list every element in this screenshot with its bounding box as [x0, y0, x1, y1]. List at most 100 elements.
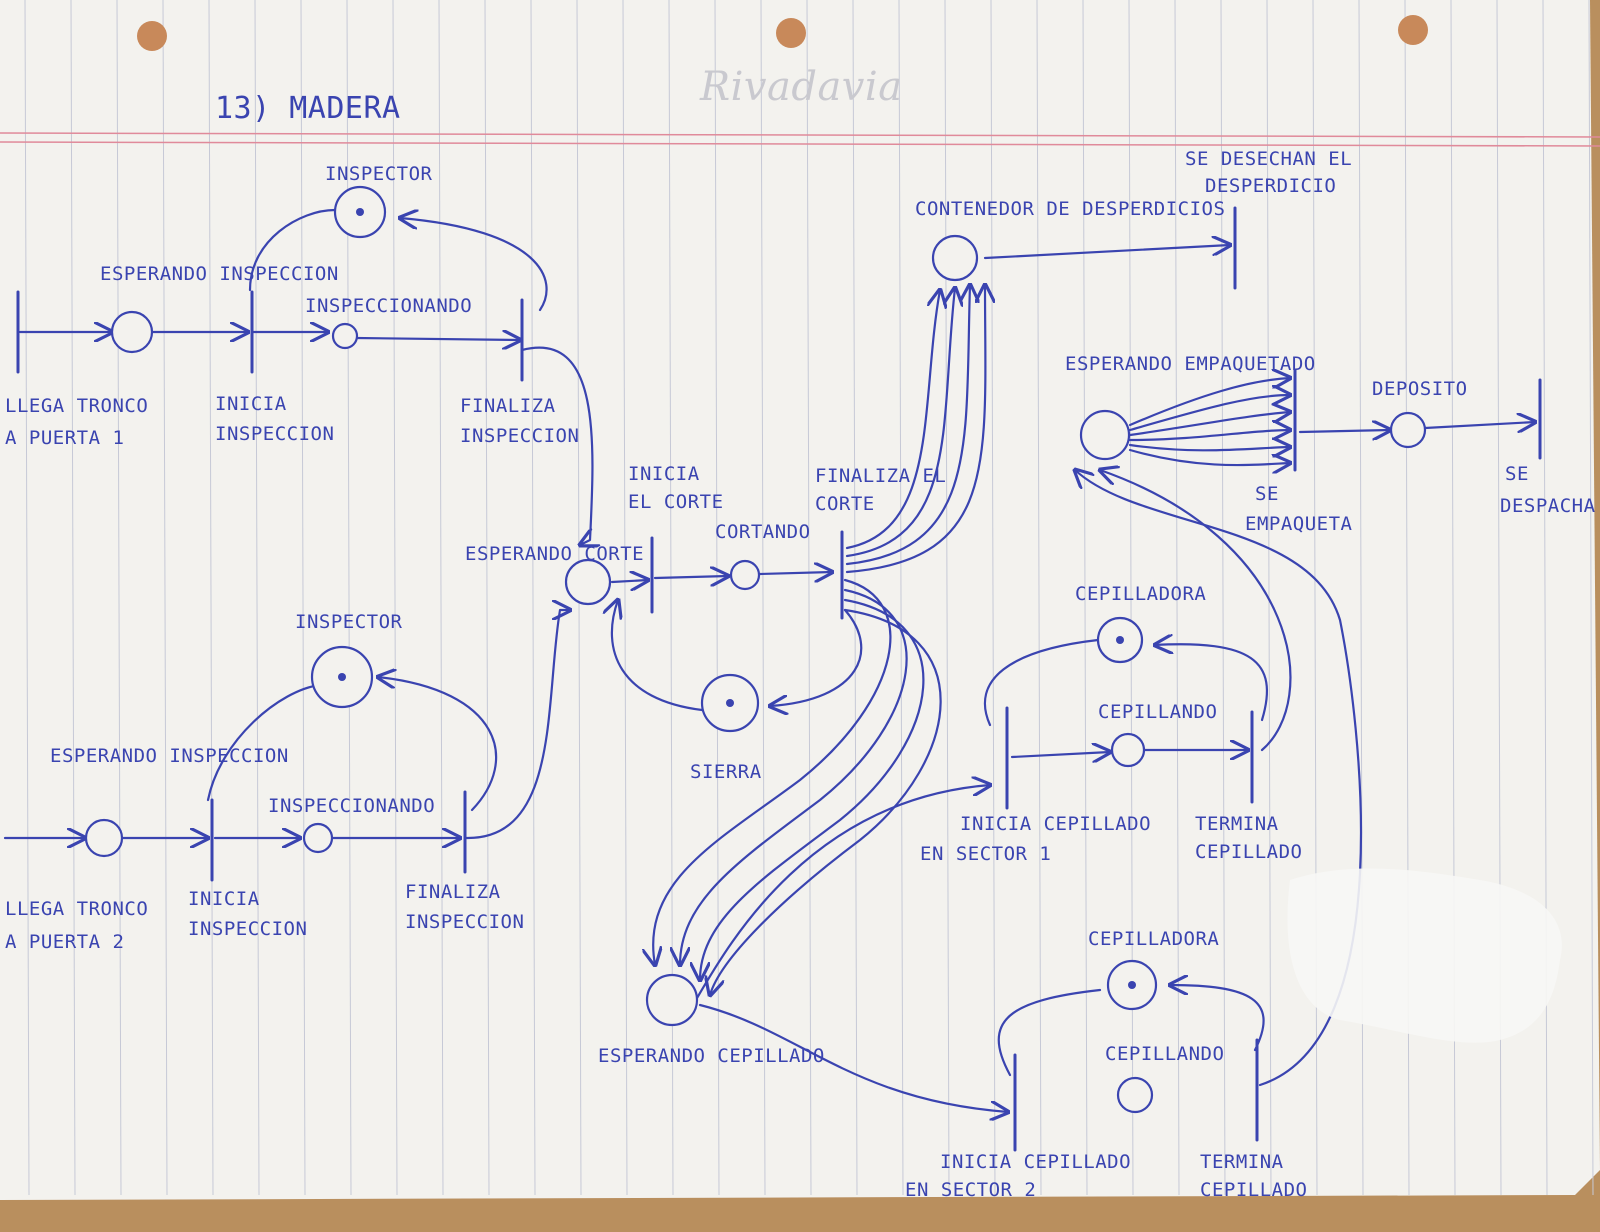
transition-label: SE — [1255, 483, 1279, 505]
place-label: ESPERANDO INSPECCION — [100, 263, 339, 285]
transition-label: A PUERTA 2 — [5, 931, 124, 953]
place-label: ESPERANDO EMPAQUETADO — [1065, 353, 1316, 375]
transition-label: INICIA — [215, 393, 287, 415]
transition-label: INSPECCION — [215, 423, 334, 445]
transition-label: LLEGA TRONCO — [5, 898, 148, 920]
ruled-line — [898, 0, 904, 1196]
place-label: ESPERANDO CEPILLADO — [598, 1045, 825, 1067]
transition-llega-tronco-2: LLEGA TRONCO A PUERTA 2 — [5, 898, 148, 953]
place-esperando-cepillado: ESPERANDO CEPILLADO — [598, 973, 825, 1067]
transition-label: INSPECCION — [188, 918, 307, 940]
place-cortando: CORTANDO — [715, 521, 811, 591]
transition-label: TERMINA — [1200, 1151, 1284, 1173]
paper-sheet — [0, 0, 1600, 1200]
transition-label: INICIA CEPILLADO — [940, 1151, 1131, 1173]
transition-se-desechan: SE DESECHAN EL DESPERDICIO — [1185, 148, 1352, 290]
transition-label: A PUERTA 1 — [5, 427, 124, 449]
place-contenedor-desperdicios: CONTENEDOR DE DESPERDICIOS — [915, 198, 1225, 282]
transition-label: FINALIZA EL — [815, 465, 946, 487]
place-label: INSPECTOR — [325, 163, 433, 185]
transition-label: INICIA — [628, 463, 700, 485]
place-label: INSPECTOR — [295, 611, 403, 633]
transition-finaliza-inspeccion-1: FINALIZA INSPECCION — [460, 298, 579, 447]
ruled-line — [852, 0, 858, 1196]
arcs — [3, 210, 1535, 1112]
transition-label: EN SECTOR 2 — [905, 1179, 1036, 1201]
token — [726, 699, 734, 707]
place-label: CEPILLADORA — [1075, 583, 1206, 605]
transition-inicia-inspeccion-2: INICIA INSPECCION — [188, 798, 307, 940]
ruled-line — [1588, 0, 1594, 1196]
token — [1116, 636, 1124, 644]
transition-label: FINALIZA — [405, 881, 501, 903]
ruled-line — [254, 0, 260, 1196]
token — [1128, 981, 1136, 989]
transition-label: EMPAQUETA — [1245, 513, 1353, 535]
ruled-line — [300, 0, 306, 1196]
place-esperando-inspeccion-2: ESPERANDO INSPECCION — [50, 745, 289, 858]
transition-label: INICIA CEPILLADO — [960, 813, 1151, 835]
transition-label: LLEGA TRONCO — [5, 395, 148, 417]
transition-label: CEPILLADO — [1195, 841, 1302, 863]
correction-fluid — [1287, 868, 1562, 1043]
ruled-line — [1220, 0, 1226, 1196]
place-label: INSPECCIONANDO — [268, 795, 435, 817]
ruled-line — [760, 0, 766, 1196]
ruled-line — [806, 0, 812, 1196]
ruled-line — [70, 0, 76, 1196]
place-label: ESPERANDO INSPECCION — [50, 745, 289, 767]
transition-label: CORTE — [815, 493, 875, 515]
transition-label: SE DESECHAN EL — [1185, 148, 1352, 170]
place-sierra: SIERRA — [690, 673, 762, 783]
ruled-line — [438, 0, 444, 1196]
transition-finaliza-corte: FINALIZA EL CORTE — [815, 465, 946, 620]
transition-finaliza-inspeccion-2: FINALIZA INSPECCION — [405, 790, 524, 933]
place-label: CONTENEDOR DE DESPERDICIOS — [915, 198, 1225, 220]
transition-label: FINALIZA — [460, 395, 556, 417]
transition-label: SE — [1505, 463, 1529, 485]
transition-inicia-cepillado-1: INICIA CEPILLADO EN SECTOR 1 — [920, 706, 1151, 865]
transition-termina-cepillado-2: TERMINA CEPILLADO — [1200, 1038, 1307, 1201]
ruled-line — [944, 0, 950, 1196]
place-label: ESPERANDO CORTE — [465, 543, 644, 565]
place-label: CEPILLADORA — [1088, 928, 1219, 950]
transition-label: EN SECTOR 1 — [920, 843, 1051, 865]
ruled-line — [990, 0, 996, 1196]
transition-termina-cepillado-1: TERMINA CEPILLADO — [1195, 710, 1302, 863]
place-label: INSPECCIONANDO — [305, 295, 472, 317]
transition-label: INSPECCION — [405, 911, 524, 933]
ruled-line — [162, 0, 168, 1196]
transition-llega-tronco-1: LLEGA TRONCO A PUERTA 1 — [5, 290, 148, 449]
place-label: CORTANDO — [715, 521, 811, 543]
transition-se-despacha: SE DESPACHA — [1500, 378, 1595, 517]
ruled-line — [208, 0, 214, 1196]
place-inspeccionando-2: INSPECCIONANDO — [268, 795, 435, 854]
place-label: CEPILLANDO — [1105, 1043, 1224, 1065]
place-esperando-inspeccion-1: ESPERANDO INSPECCION — [100, 263, 339, 354]
ruled-line — [1082, 0, 1088, 1196]
transition-label: DESPERDICIO — [1205, 175, 1336, 197]
place-inspeccionando-1: INSPECCIONANDO — [305, 295, 472, 350]
transition-se-empaqueta: SE EMPAQUETA — [1245, 368, 1353, 535]
place-deposito: DEPOSITO — [1372, 378, 1467, 449]
token — [338, 673, 346, 681]
punch-hole — [776, 18, 806, 48]
transition-label: INICIA — [188, 888, 260, 910]
place-cepilladora-1: CEPILLADORA — [1075, 583, 1206, 664]
place-esperando-corte: ESPERANDO CORTE — [465, 543, 644, 606]
place-cepilladora-2: CEPILLADORA — [1088, 928, 1219, 1011]
punch-hole — [137, 21, 167, 51]
page-title: 13) MADERA — [215, 91, 401, 126]
place-inspector-2: INSPECTOR — [295, 611, 403, 709]
transition-inicia-corte: INICIA EL CORTE — [628, 463, 723, 614]
place-label: SIERRA — [690, 761, 762, 783]
punch-hole — [1398, 15, 1428, 45]
ruled-line — [530, 0, 536, 1196]
ruled-line — [24, 0, 30, 1196]
ruled-line — [1036, 0, 1042, 1196]
margin-line — [0, 132, 1600, 138]
transition-inicia-inspeccion-1: INICIA INSPECCION — [215, 290, 334, 445]
margin-line — [0, 141, 1600, 147]
